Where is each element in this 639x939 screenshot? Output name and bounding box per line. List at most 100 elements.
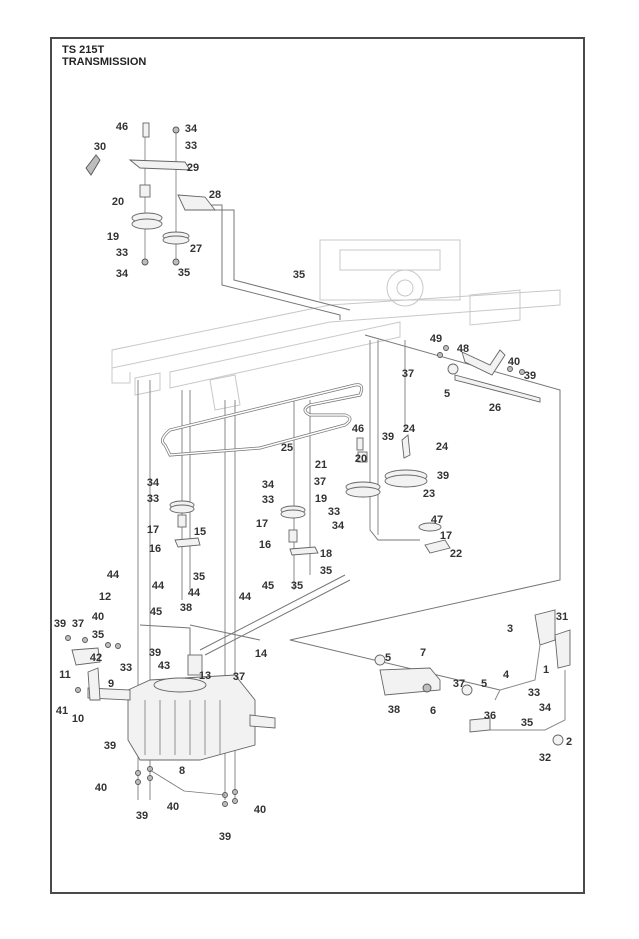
part-callout-3: 3 — [507, 623, 513, 635]
part-callout-33: 33 — [185, 140, 197, 152]
left-brackets — [65, 635, 203, 701]
part-callout-39: 39 — [136, 810, 148, 822]
part-callout-19: 19 — [107, 231, 119, 243]
section-name: TRANSMISSION — [62, 56, 147, 68]
part-callout-33: 33 — [120, 662, 132, 674]
part-callout-39: 39 — [219, 831, 231, 843]
part-callout-12: 12 — [99, 591, 111, 603]
part-callout-20: 20 — [112, 196, 124, 208]
spring-icon — [85, 154, 101, 176]
part-callout-39: 39 — [149, 647, 161, 659]
part-callout-49: 49 — [430, 333, 442, 345]
part-callout-44: 44 — [107, 569, 120, 581]
part-callout-40: 40 — [254, 804, 266, 816]
part-callout-33: 33 — [262, 494, 274, 506]
part-callout-40: 40 — [92, 611, 104, 623]
part-callout-29: 29 — [187, 162, 199, 174]
pedal-assembly — [374, 609, 571, 746]
chassis-frame — [111, 239, 561, 411]
part-callout-39: 39 — [104, 740, 116, 752]
part-callout-45: 45 — [150, 606, 162, 618]
part-callout-33: 33 — [116, 247, 128, 259]
pulley-assemblies — [169, 434, 451, 556]
part-callout-40: 40 — [167, 801, 179, 813]
part-callout-24: 24 — [403, 423, 416, 435]
part-callout-43: 43 — [158, 660, 170, 672]
part-callout-35: 35 — [320, 565, 332, 577]
part-callout-35: 35 — [178, 267, 190, 279]
part-callout-47: 47 — [431, 514, 443, 526]
part-callout-46: 46 — [352, 423, 364, 435]
part-callout-34: 34 — [185, 123, 198, 135]
part-callout-22: 22 — [450, 548, 462, 560]
part-callout-48: 48 — [457, 343, 469, 355]
part-callout-39: 39 — [437, 470, 449, 482]
part-callout-39: 39 — [54, 618, 66, 630]
part-callout-34: 34 — [116, 268, 129, 280]
part-callout-34: 34 — [147, 477, 160, 489]
part-callout-45: 45 — [262, 580, 274, 592]
part-callout-46: 46 — [116, 121, 128, 133]
part-callout-5: 5 — [444, 388, 450, 400]
part-callout-35: 35 — [521, 717, 533, 729]
part-callout-5: 5 — [481, 678, 487, 690]
part-callout-6: 6 — [430, 705, 436, 717]
part-callout-16: 16 — [259, 539, 271, 551]
part-callout-32: 32 — [539, 752, 551, 764]
part-callout-14: 14 — [255, 648, 268, 660]
part-callout-30: 30 — [94, 141, 106, 153]
part-callout-37: 37 — [402, 368, 414, 380]
bottom-hardware — [135, 766, 238, 807]
part-callout-2: 2 — [566, 736, 572, 748]
part-callout-37: 37 — [233, 671, 245, 683]
part-callout-7: 7 — [420, 647, 426, 659]
part-callout-40: 40 — [508, 356, 520, 368]
part-callout-44: 44 — [239, 591, 252, 603]
part-callout-13: 13 — [199, 670, 211, 682]
part-callout-15: 15 — [194, 526, 206, 538]
part-callout-1: 1 — [543, 664, 549, 676]
part-callout-36: 36 — [484, 710, 496, 722]
part-callout-17: 17 — [147, 524, 159, 536]
transmission-unit — [87, 674, 276, 761]
part-callout-41: 41 — [56, 705, 68, 717]
part-callout-38: 38 — [388, 704, 400, 716]
part-callout-8: 8 — [179, 765, 185, 777]
drive-belt — [160, 383, 364, 457]
part-callout-25: 25 — [281, 442, 293, 454]
part-callout-38: 38 — [180, 602, 192, 614]
part-callout-35: 35 — [293, 269, 305, 281]
part-callout-34: 34 — [539, 702, 552, 714]
part-callout-33: 33 — [328, 506, 340, 518]
part-callout-35: 35 — [92, 629, 104, 641]
part-callout-33: 33 — [528, 687, 540, 699]
part-callout-42: 42 — [90, 652, 102, 664]
part-callout-39: 39 — [382, 431, 394, 443]
part-callout-20: 20 — [355, 453, 367, 465]
part-callout-37: 37 — [453, 678, 465, 690]
part-callout-37: 37 — [314, 476, 326, 488]
part-callout-17: 17 — [440, 530, 452, 542]
part-callout-34: 34 — [262, 479, 275, 491]
part-callout-4: 4 — [503, 669, 510, 681]
part-callout-35: 35 — [291, 580, 303, 592]
diagram-title: TS 215T TRANSMISSION — [62, 44, 146, 68]
part-callout-5: 5 — [385, 652, 391, 664]
part-callout-16: 16 — [149, 543, 161, 555]
part-callout-37: 37 — [72, 618, 84, 630]
part-callout-31: 31 — [556, 611, 568, 623]
part-callout-9: 9 — [108, 678, 114, 690]
idler-arm-assembly — [85, 122, 216, 266]
control-cables — [139, 204, 561, 691]
part-callout-34: 34 — [332, 520, 345, 532]
part-callout-39: 39 — [524, 370, 536, 382]
part-callout-44: 44 — [152, 580, 165, 592]
part-callout-44: 44 — [188, 587, 201, 599]
shift-rod — [437, 345, 541, 403]
model-name: TS 215T — [62, 44, 105, 56]
part-callout-18: 18 — [320, 548, 332, 560]
part-callout-10: 10 — [72, 713, 84, 725]
part-callout-27: 27 — [190, 243, 202, 255]
